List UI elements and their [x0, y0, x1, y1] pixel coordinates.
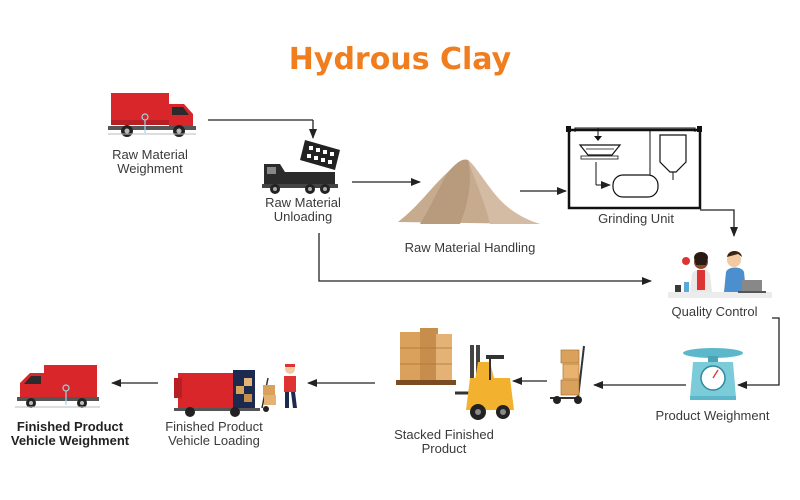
diagram-title: Hydrous Clay	[288, 42, 512, 77]
hand-trolley-icon	[550, 345, 585, 404]
arrow-grinding-to-quality	[700, 209, 738, 237]
weighing-scale-icon	[683, 348, 743, 400]
lab-workers-icon	[668, 251, 772, 298]
label-raw-material-unloading: Raw Material Unloading	[265, 195, 341, 224]
label-vehicle-loading: Finished Product Vehicle Loading	[165, 419, 263, 448]
label-vehicle-weighment: Finished Product Vehicle Weighment	[10, 419, 130, 448]
label-raw-material-handling: Raw Material Handling	[404, 240, 536, 255]
grinding-mill-icon	[566, 126, 702, 210]
arrow-unloading-to-quality	[318, 233, 652, 285]
label-stacked-finished-product: Stacked Finished Product	[394, 427, 494, 456]
dump-truck-icon	[262, 140, 340, 194]
flow-arrows	[111, 119, 780, 389]
loading-truck-icon	[174, 364, 297, 417]
truck-icon	[108, 93, 196, 137]
label-quality-control: Quality Control	[671, 304, 758, 319]
arrow-quality-to-weighment	[737, 317, 780, 389]
forklift-icon	[396, 328, 514, 420]
sand-pile-icon	[398, 159, 540, 224]
truck-icon	[15, 365, 100, 408]
label-product-weighment: Product Weighment	[655, 408, 770, 423]
label-raw-material-weighment: Raw Material Weighment	[112, 147, 188, 176]
label-grinding-unit: Grinding Unit	[598, 211, 674, 226]
